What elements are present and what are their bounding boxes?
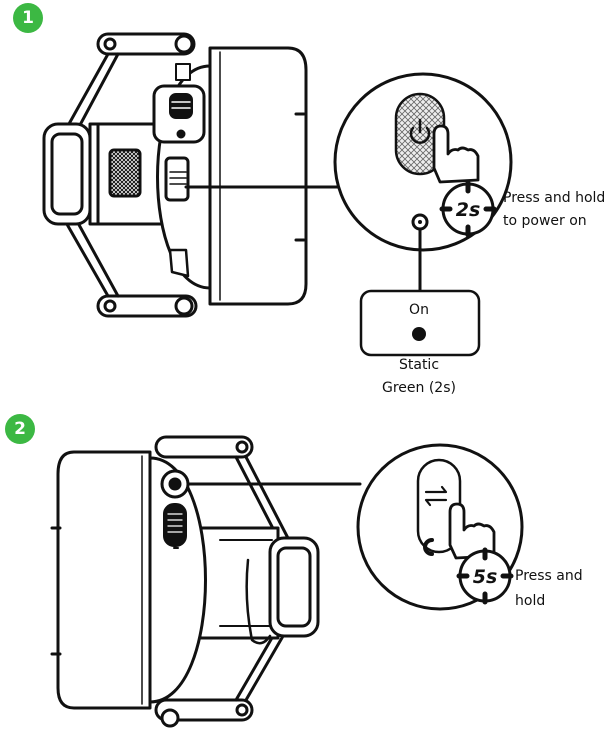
led-on-dot	[412, 327, 426, 341]
timer-label-2: 5s	[473, 566, 498, 588]
pointing-hand-icon-2	[448, 502, 496, 560]
step-1-instruction-line-2: to power on	[503, 213, 587, 229]
step-2-headset	[50, 435, 320, 728]
step-1-headset	[42, 32, 308, 318]
timer-dial-2	[456, 547, 514, 605]
led-indicator-box	[359, 289, 481, 357]
timer-dial-1	[439, 180, 497, 238]
pairing-arrows-icon	[424, 485, 448, 507]
step-2-badge: 2	[5, 414, 35, 444]
step-1-instruction-line-1: Press and hold	[503, 190, 606, 206]
indicator-label: On	[409, 302, 429, 318]
pointing-hand-icon-1	[432, 124, 480, 184]
status-line-2: Green (2s)	[382, 380, 456, 396]
power-icon	[409, 118, 431, 144]
timer-label-1: 2s	[456, 199, 481, 221]
step-2-instruction-line-2: hold	[515, 593, 546, 609]
step-1-badge: 1	[13, 3, 43, 33]
step-2-instruction-line-1: Press and	[515, 568, 583, 584]
status-line-1: Static	[398, 357, 440, 373]
